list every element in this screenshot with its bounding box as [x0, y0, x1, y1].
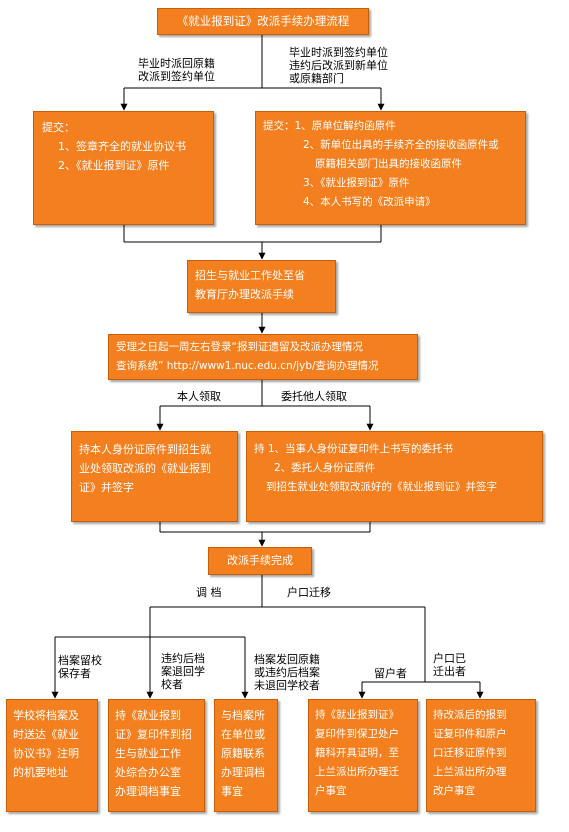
- submit-left-box: 提交： 1、签章齐全的就业协议书 2、《就业报到证》原件: [33, 111, 214, 225]
- archive-sent-label-line: 档案发回原籍: [254, 653, 320, 666]
- box-archive-school-line: 协议书》注明: [13, 747, 79, 760]
- box-archive-sent-line: 办理调档: [221, 766, 265, 779]
- proxy-collect-box: 持 1、当事人身份证复印件上书写的委托书 2、委托人身份证原件 到招生就业处领取…: [246, 431, 543, 522]
- archive-sent-label: 档案发回原籍 或违约后档案 未退回学校者: [254, 653, 320, 692]
- process-title-box: 《就业报到证》改派手续办理流程: [157, 8, 369, 35]
- hukou-moved-label-line: 迁出者: [433, 665, 466, 678]
- hukou-stay-label: 留户者: [374, 667, 407, 680]
- box-archive-violate-line: 证》复印件到招: [115, 728, 192, 741]
- complete-box: 改派手续完成: [208, 547, 312, 575]
- submit-left-line: 2、《就业报到证》原件: [58, 159, 170, 172]
- archive-school-label: 档案留校 保存者: [58, 654, 102, 680]
- box-archive-sent: 与档案所 在单位或 原籍联系 办理调档 事宜: [214, 699, 278, 812]
- box-hukou-stay: 持《就业报到证》 复印件到保卫处户 籍科开具证明，至 上兰派出所办理迁 户事宜: [308, 699, 418, 812]
- process-title: 《就业报到证》改派手续办理流程: [176, 14, 350, 28]
- box-hukou-moved: 持改派后的报到 证复印件和原户 口迁移证原件到 上兰派出所办理 改户事宜: [426, 699, 536, 812]
- submit-right-line: 提交：1、原单位解约函原件: [263, 120, 396, 132]
- branch-left-label-line: 改派到签约单位: [138, 70, 215, 83]
- self-collect-line: 业处领取改派的《就业报到: [79, 462, 211, 475]
- box-archive-school: 学校将档案及 时送达《就业 协议书》注明 的机要地址: [6, 699, 98, 812]
- branch-right-label-line: 或原籍部门: [289, 72, 344, 85]
- proxy-collect-label: 委托他人领取: [281, 390, 347, 403]
- submit-right-line: 原籍相关部门出具的接收函原件: [315, 158, 462, 170]
- box-archive-school-line: 学校将档案及: [13, 709, 79, 722]
- hukou-label: 户口迁移: [287, 586, 331, 599]
- self-collect-line: 持本人身份证原件到招生就: [79, 443, 211, 456]
- submit-right-line: 2、新单位出具的手续齐全的接收函原件或: [303, 139, 499, 151]
- province-line: 教育厅办理改派手续: [195, 288, 294, 301]
- query-line: 查询系统” http://www1.nuc.edu.cn/jyb/查询办理情况: [116, 360, 379, 372]
- archive-violate-label-line: 案退回学: [161, 665, 205, 678]
- box-hukou-stay-line: 持《就业报到证》: [315, 709, 399, 721]
- box-hukou-stay-line: 籍科开具证明，至: [315, 747, 399, 759]
- archive-label: 调 档: [196, 586, 222, 599]
- submit-right-box: 提交：1、原单位解约函原件 2、新单位出具的手续齐全的接收函原件或 原籍相关部门…: [255, 111, 526, 225]
- hukou-moved-label: 户口已 迁出者: [433, 652, 466, 678]
- submit-left-line: 提交：: [42, 121, 75, 134]
- box-hukou-stay-line: 户事宜: [315, 785, 347, 797]
- self-collect-box: 持本人身份证原件到招生就 业处领取改派的《就业报到 证》并签字: [71, 431, 238, 522]
- box-archive-school-line: 的机要地址: [13, 766, 68, 779]
- branch-left-label: 毕业时派回原籍 改派到签约单位: [138, 57, 215, 83]
- box-hukou-moved-line: 上兰派出所办理: [433, 766, 507, 778]
- box-archive-sent-line: 原籍联系: [221, 747, 265, 760]
- submit-left-line: 1、签章齐全的就业协议书: [58, 140, 186, 153]
- archive-school-label-line: 保存者: [58, 667, 91, 680]
- box-archive-violate-line: 办理调档事宜: [115, 785, 181, 798]
- box-hukou-stay-line: 复印件到保卫处户: [315, 728, 399, 740]
- box-archive-school-line: 时送达《就业: [13, 728, 79, 741]
- box-archive-sent-line: 与档案所: [221, 709, 265, 722]
- branch-right-label: 毕业时派到签约单位 违约后改派到新单位 或原籍部门: [289, 46, 388, 85]
- archive-violate-label-line: 违约后档: [161, 652, 205, 665]
- archive-school-label-line: 档案留校: [58, 654, 102, 667]
- archive-violate-label-line: 校者: [161, 678, 183, 691]
- box-archive-violate-line: 持《就业报到: [115, 709, 181, 722]
- proxy-collect-line: 持 1、当事人身份证复印件上书写的委托书: [254, 443, 454, 455]
- branch-right-label-line: 违约后改派到新单位: [289, 59, 388, 72]
- hukou-moved-label-line: 户口已: [433, 652, 466, 665]
- box-hukou-moved-line: 证复印件和原户: [433, 728, 507, 740]
- branch-left-label-line: 毕业时派回原籍: [138, 57, 215, 70]
- archive-violate-label: 违约后档 案退回学 校者: [161, 652, 205, 691]
- box-hukou-moved-line: 持改派后的报到: [433, 709, 507, 721]
- box-hukou-moved-line: 口迁移证原件到: [433, 747, 507, 759]
- proxy-collect-line: 2、委托人身份证原件: [274, 462, 376, 474]
- province-box: 招生与就业工作处至省 教育厅办理改派手续: [187, 260, 336, 313]
- query-line: 受理之日起一周左右登录“报到证遗留及改派办理情况: [116, 341, 363, 353]
- self-collect-line: 证》并签字: [79, 481, 134, 494]
- box-hukou-moved-line: 改户事宜: [433, 785, 475, 797]
- archive-sent-label-line: 或违约后档案: [254, 666, 320, 679]
- box-archive-sent-line: 在单位或: [221, 728, 265, 741]
- branch-right-label-line: 毕业时派到签约单位: [289, 46, 388, 59]
- query-box: 受理之日起一周左右登录“报到证遗留及改派办理情况 查询系统” http://ww…: [108, 334, 418, 380]
- box-archive-violate-line: 处综合办公室: [115, 766, 181, 779]
- province-line: 招生与就业工作处至省: [195, 269, 305, 282]
- submit-right-line: 4、本人书写的《改派申请》: [303, 196, 436, 208]
- complete-text: 改派手续完成: [227, 554, 293, 567]
- self-collect-label: 本人领取: [177, 390, 221, 403]
- archive-sent-label-line: 未退回学校者: [254, 679, 320, 692]
- submit-right-line: 3、《就业报到证》原件: [303, 177, 410, 189]
- box-archive-violate: 持《就业报到 证》复印件到招 生与就业工作 处综合办公室 办理调档事宜: [108, 699, 205, 812]
- box-archive-sent-line: 事宜: [221, 785, 243, 798]
- proxy-collect-line: 到招生就业处领取改派好的《就业报到证》并签字: [266, 481, 497, 493]
- box-hukou-stay-line: 上兰派出所办理迁: [315, 766, 399, 778]
- box-archive-violate-line: 生与就业工作: [115, 747, 181, 760]
